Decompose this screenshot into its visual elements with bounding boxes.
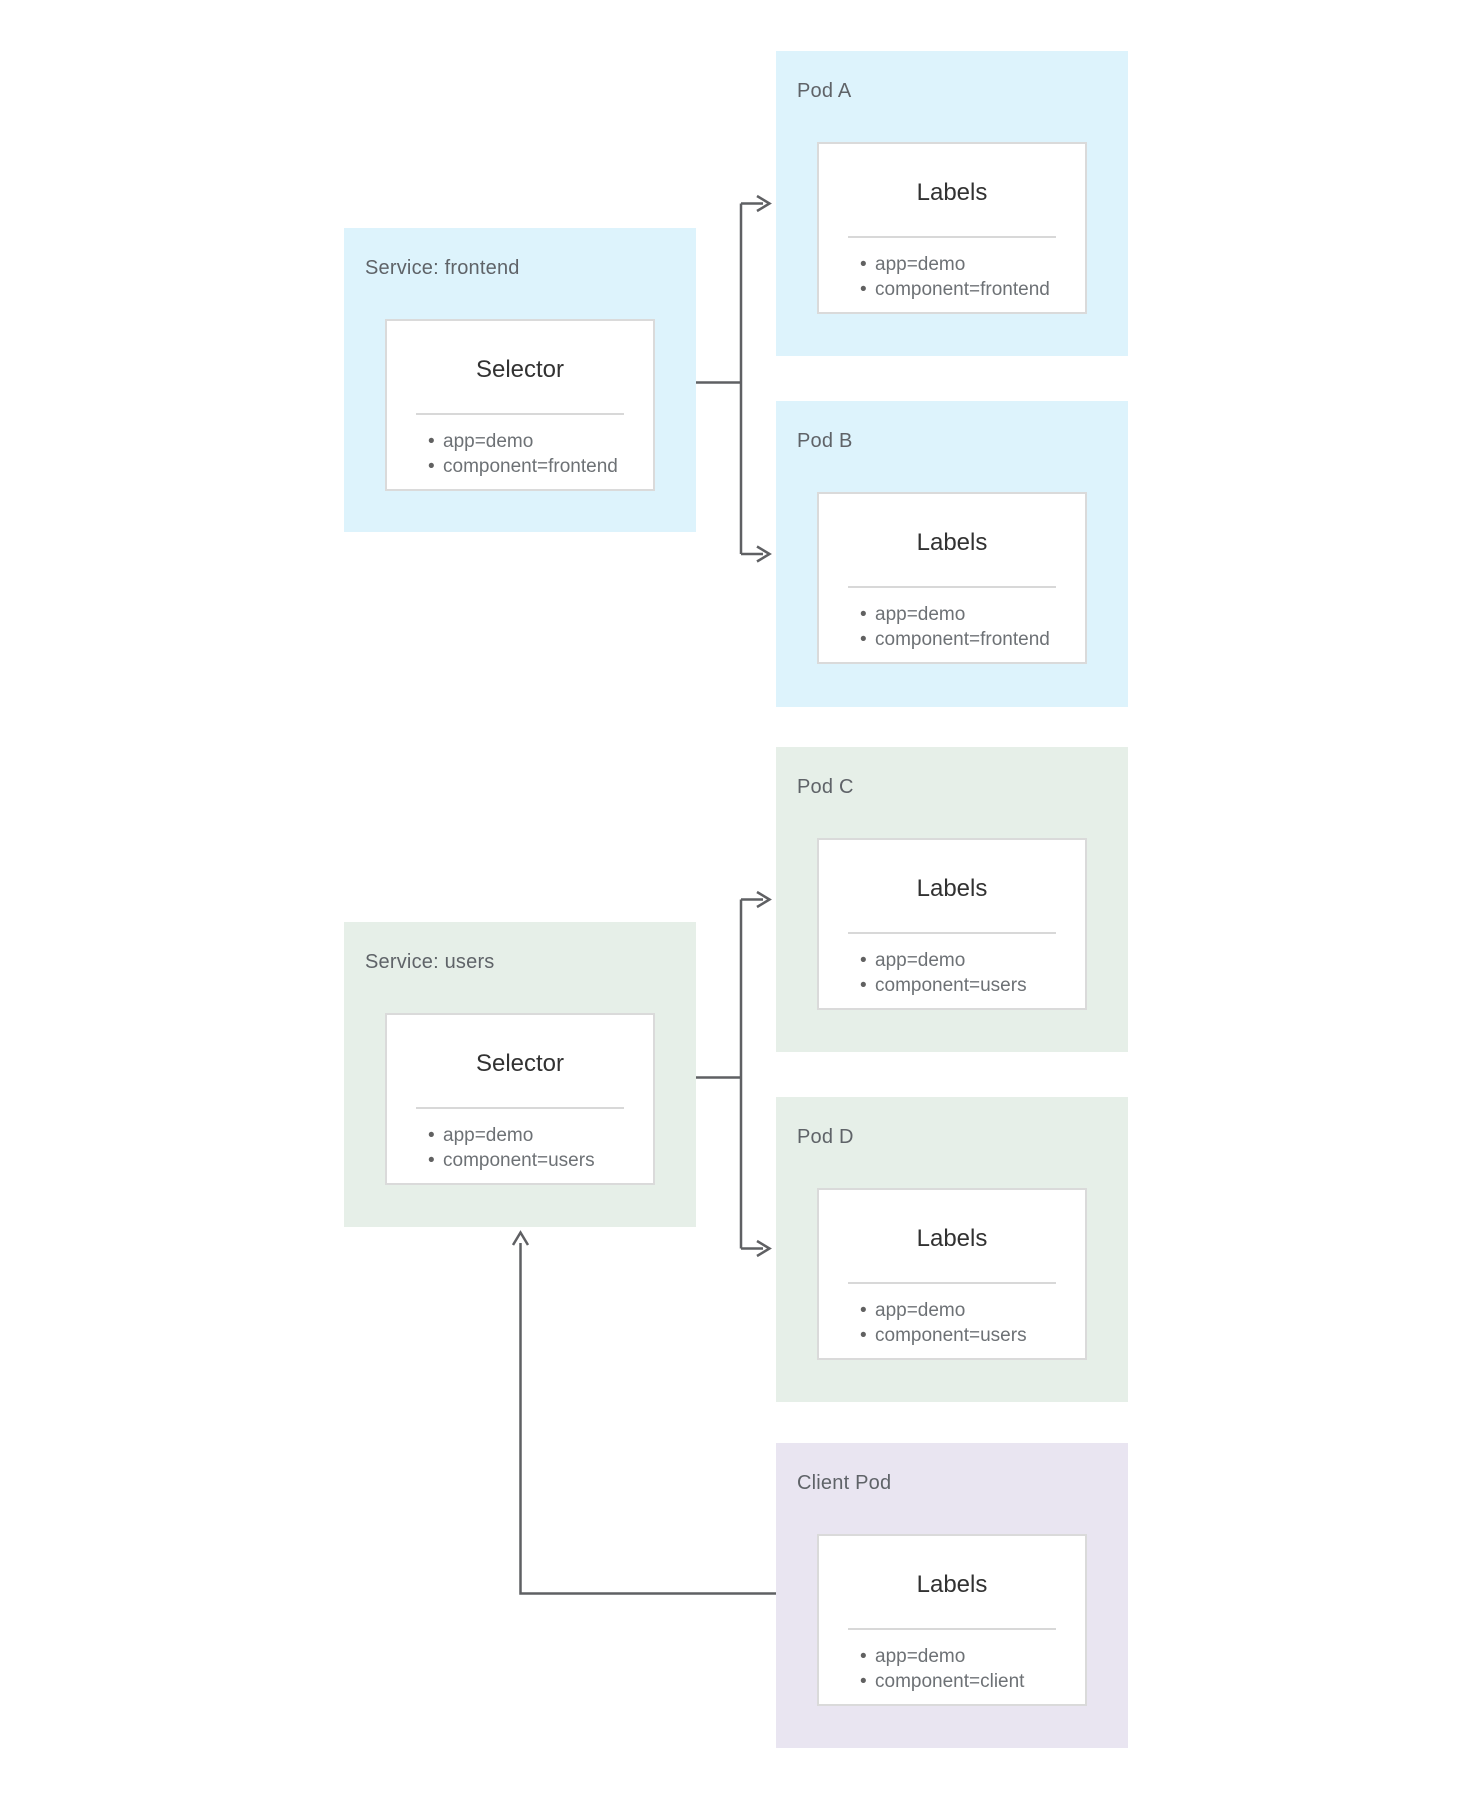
client-pod-box: Client Pod Labels app=demo component=cli… (776, 1443, 1128, 1748)
label-item: app=demo (860, 948, 1085, 973)
pod-d-label: Pod D (797, 1126, 854, 1148)
pod-d-labels-card: Labels app=demo component=users (817, 1188, 1087, 1360)
label-item: component=frontend (860, 277, 1085, 302)
arrowhead-to-service-users (511, 1230, 530, 1246)
pod-c-box: Pod C Labels app=demo component=users (776, 747, 1128, 1052)
selector-items: app=demo component=frontend (387, 429, 653, 479)
label-item: app=demo (860, 1298, 1085, 1323)
arrowhead-to-pod-b (756, 545, 772, 563)
service-users-box: Service: users Selector app=demo compone… (344, 922, 696, 1227)
selector-items: app=demo component=users (387, 1123, 653, 1173)
labels-items: app=demo component=frontend (819, 252, 1085, 302)
label-item: component=users (860, 973, 1085, 998)
labels-title: Labels (916, 179, 988, 206)
pod-b-label: Pod B (797, 430, 853, 452)
pod-d-box: Pod D Labels app=demo component=users (776, 1097, 1128, 1402)
selector-item: component=frontend (428, 454, 653, 479)
selector-item: app=demo (428, 1123, 653, 1148)
selector-item: component=users (428, 1148, 653, 1173)
card-divider (848, 1282, 1056, 1284)
selector-title: Selector (475, 356, 565, 383)
labels-items: app=demo component=users (819, 948, 1085, 998)
card-divider (848, 1628, 1056, 1630)
labels-items: app=demo component=client (819, 1644, 1085, 1694)
service-users-selector-card: Selector app=demo component=users (385, 1013, 655, 1185)
card-divider (416, 413, 624, 415)
pod-b-box: Pod B Labels app=demo component=frontend (776, 401, 1128, 707)
label-item: component=users (860, 1323, 1085, 1348)
labels-items: app=demo component=frontend (819, 602, 1085, 652)
labels-items: app=demo component=users (819, 1298, 1085, 1348)
pod-a-box: Pod A Labels app=demo component=frontend (776, 51, 1128, 356)
arrowhead-to-pod-d (756, 1239, 772, 1258)
client-pod-label: Client Pod (797, 1472, 892, 1494)
card-divider (416, 1107, 624, 1109)
pod-c-label: Pod C (797, 776, 854, 798)
selector-item: app=demo (428, 429, 653, 454)
label-item: app=demo (860, 602, 1085, 627)
label-item: app=demo (860, 1644, 1085, 1669)
pod-c-labels-card: Labels app=demo component=users (817, 838, 1087, 1010)
label-item: app=demo (860, 252, 1085, 277)
labels-title: Labels (916, 1571, 988, 1598)
labels-title: Labels (916, 529, 988, 556)
label-item: component=frontend (860, 627, 1085, 652)
pod-a-labels-card: Labels app=demo component=frontend (817, 142, 1087, 314)
arrowhead-to-pod-c (756, 890, 772, 909)
pod-b-labels-card: Labels app=demo component=frontend (817, 492, 1087, 664)
service-frontend-box: Service: frontend Selector app=demo comp… (344, 228, 696, 532)
arrow-client-to-users (519, 1243, 776, 1595)
selector-title: Selector (475, 1050, 565, 1077)
card-divider (848, 586, 1056, 588)
arrowhead-to-pod-a (756, 194, 772, 213)
card-divider (848, 932, 1056, 934)
client-pod-labels-card: Labels app=demo component=client (817, 1534, 1087, 1706)
card-divider (848, 236, 1056, 238)
label-item: component=client (860, 1669, 1085, 1694)
arrow-frontend-to-pods (696, 202, 763, 556)
labels-title: Labels (916, 1225, 988, 1252)
service-frontend-selector-card: Selector app=demo component=frontend (385, 319, 655, 491)
labels-title: Labels (916, 875, 988, 902)
pod-a-label: Pod A (797, 80, 852, 102)
arrow-users-to-pods (696, 898, 763, 1250)
service-users-label: Service: users (365, 951, 495, 973)
service-frontend-label: Service: frontend (365, 257, 520, 279)
